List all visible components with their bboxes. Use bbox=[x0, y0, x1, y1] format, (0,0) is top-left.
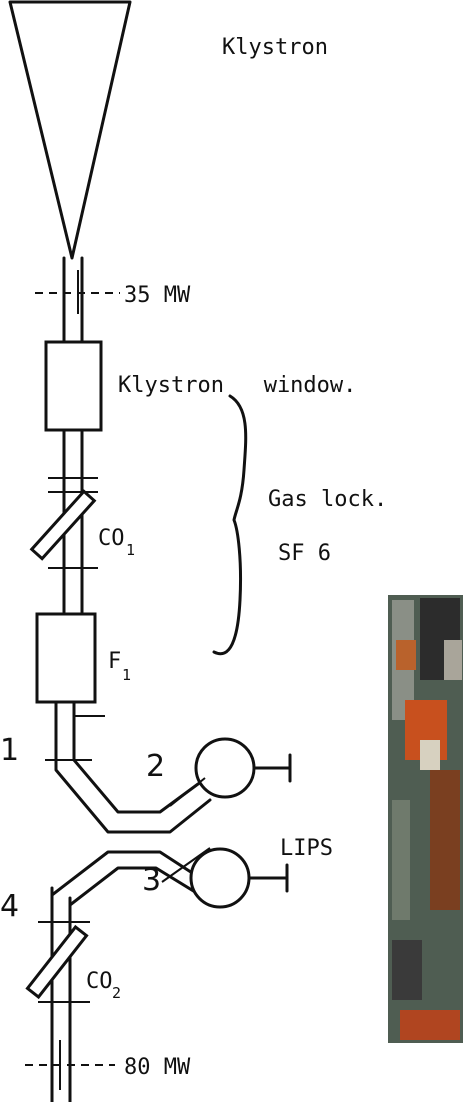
co1-subscript: 1 bbox=[126, 541, 135, 559]
co2-subscript: 2 bbox=[112, 984, 121, 1002]
co2-coupler bbox=[27, 927, 86, 997]
klystron-funnel bbox=[10, 2, 130, 258]
port-2-label: 2 bbox=[146, 749, 165, 784]
port-4-label: 4 bbox=[0, 889, 19, 924]
sf6-label: SF 6 bbox=[278, 541, 331, 566]
co2-label: CO bbox=[86, 969, 113, 994]
waveguide-top bbox=[64, 258, 82, 342]
power-top-label: 35 MW bbox=[124, 283, 191, 308]
lips-cavity-lower bbox=[191, 849, 249, 907]
klystron-window-label: Klystron window. bbox=[118, 373, 356, 398]
lips-cavity-upper bbox=[196, 739, 254, 797]
f1-label: F bbox=[108, 649, 121, 674]
f1-subscript: 1 bbox=[122, 666, 131, 684]
klystron-window-box bbox=[46, 342, 101, 430]
co1-label: CO bbox=[98, 526, 125, 551]
lips-label: LIPS bbox=[280, 836, 333, 861]
f1-box bbox=[37, 614, 95, 702]
hybrid-junction bbox=[52, 752, 210, 905]
equipment-photo bbox=[388, 595, 463, 1043]
gas-lock-brace bbox=[214, 396, 246, 654]
gas-lock-label: Gas lock. bbox=[268, 487, 387, 512]
klystron-label: Klystron bbox=[222, 35, 328, 60]
power-bottom-label: 80 MW bbox=[124, 1055, 191, 1080]
port-1-label: 1 bbox=[0, 733, 19, 768]
port-3-label: 3 bbox=[142, 863, 161, 898]
